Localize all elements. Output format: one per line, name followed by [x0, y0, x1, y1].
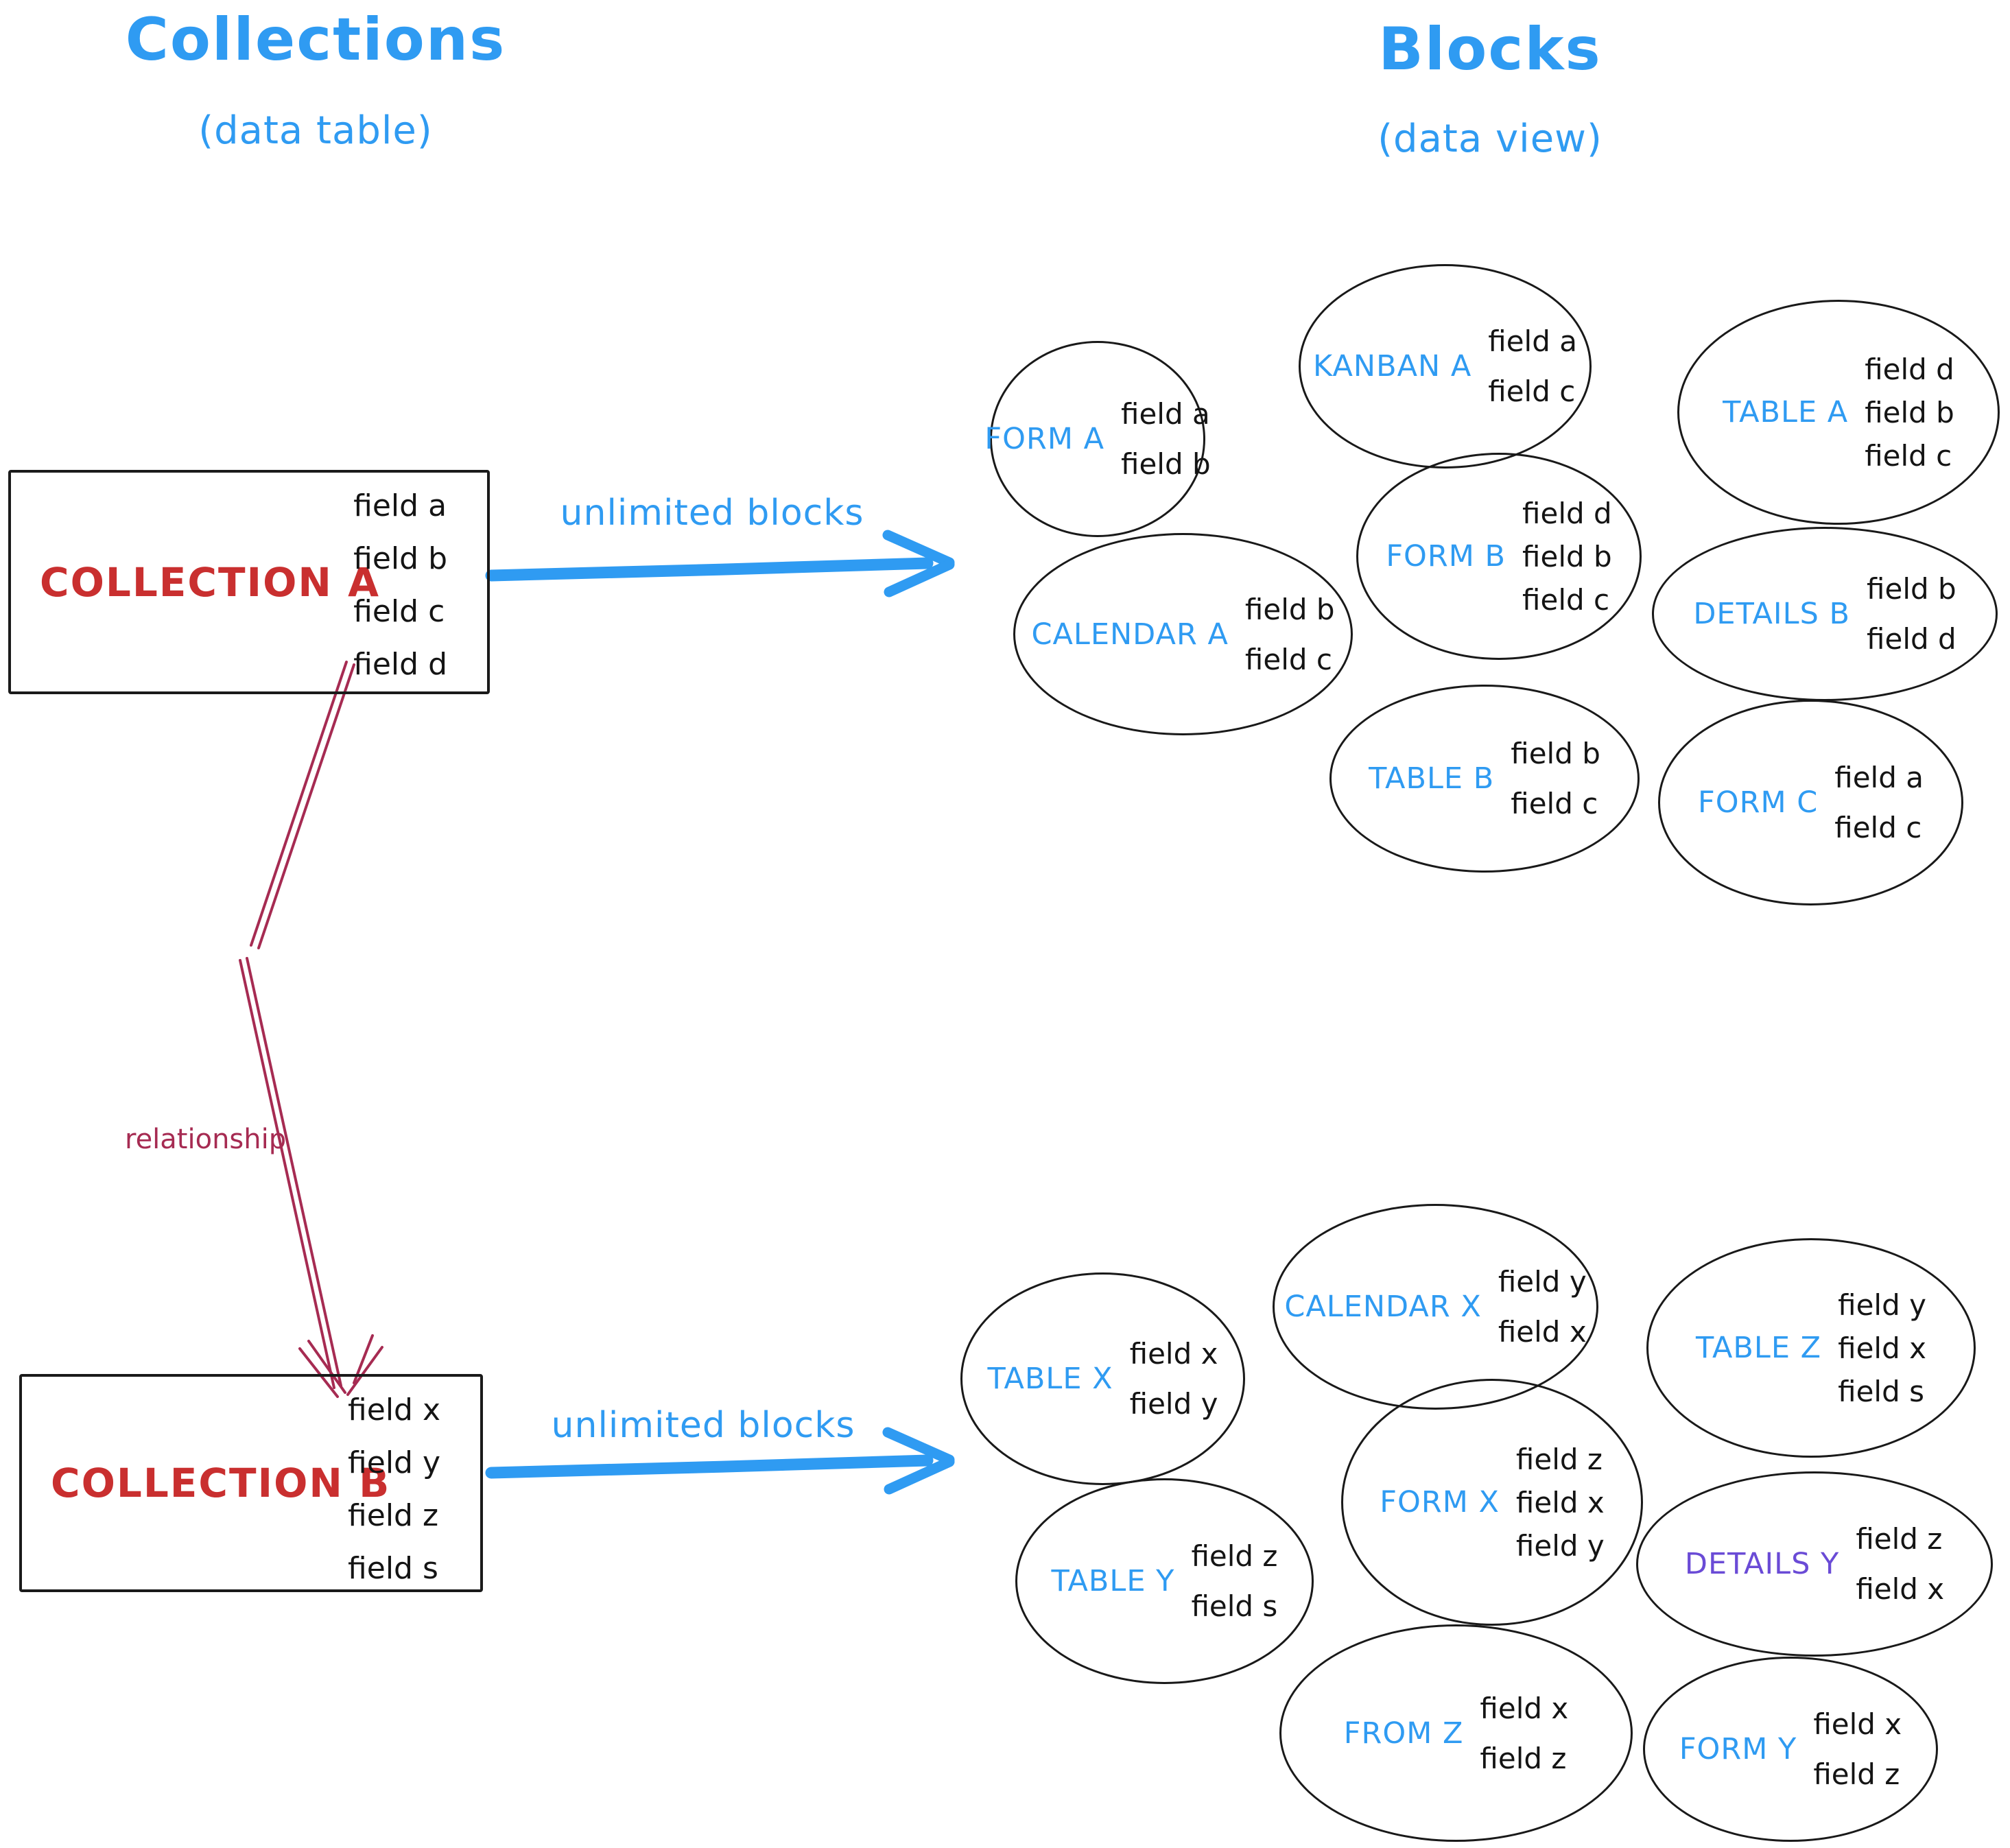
collections-subtitle: (data table) [198, 108, 433, 153]
collection-b-name: COLLECTION B [51, 1460, 391, 1506]
block-field: field b [1511, 737, 1600, 770]
collection-b-fields: field x field y field z field s [348, 1395, 440, 1585]
block-field: field x [1813, 1707, 1902, 1741]
collection-a-field: field c [353, 594, 445, 629]
block-field: field y [1498, 1265, 1587, 1299]
block-label: FROM Z [1343, 1716, 1464, 1751]
block-field: field d [1522, 496, 1612, 530]
block-ellipse-table-b: TABLE B field b field c [1329, 685, 1640, 873]
block-ellipse-kanban-a: KANBAN A field a field c [1299, 264, 1592, 469]
block-field: field y [1129, 1387, 1218, 1421]
collection-a-field: field a [353, 488, 447, 523]
block-field: field x [1480, 1691, 1569, 1725]
block-field: field z [1856, 1522, 1943, 1556]
relationship-arrow [239, 661, 383, 1398]
collection-b-field: field z [348, 1498, 439, 1533]
block-field: field z [1480, 1741, 1567, 1775]
block-field: field z [1515, 1442, 1603, 1476]
collection-b-field: field x [348, 1393, 440, 1428]
block-label: FORM B [1386, 539, 1506, 573]
blocks-title: Blocks [1378, 15, 1602, 84]
block-field: field x [1838, 1331, 1926, 1365]
collection-a-name: COLLECTION A [40, 558, 381, 606]
block-field: field x [1498, 1315, 1587, 1349]
block-label: DETAILS B [1693, 597, 1851, 631]
block-ellipse-table-y: TABLE Y field z field s [1015, 1478, 1314, 1684]
block-label: TABLE Y [1051, 1564, 1175, 1598]
block-field: field y [1515, 1528, 1605, 1563]
collection-b-box: COLLECTION B field x field y field z fie… [19, 1374, 483, 1592]
collection-a-box: COLLECTION A field a field b field c fie… [8, 470, 490, 694]
block-ellipse-details-y: DETAILS Y field z field x [1636, 1471, 1993, 1657]
block-ellipse-calendar-a: CALENDAR A field b field c [1013, 533, 1353, 735]
block-field: field z [1813, 1757, 1900, 1791]
collection-b-field: field s [348, 1551, 438, 1586]
collections-title: Collections [125, 5, 506, 74]
block-field: field s [1838, 1374, 1924, 1408]
block-field: field a [1834, 761, 1924, 794]
block-field: field x [1856, 1572, 1945, 1606]
block-ellipse-form-y: FORM Y field x field z [1643, 1657, 1938, 1842]
block-field: field d [1867, 622, 1956, 656]
block-field: field c [1488, 375, 1576, 408]
block-ellipse-form-b: FORM B field d field b field c [1356, 453, 1642, 660]
collection-a-fields: field a field b field c field d [353, 490, 447, 680]
block-field: field c [1834, 811, 1922, 844]
block-label: DETAILS Y [1684, 1547, 1840, 1581]
block-field: field c [1865, 438, 1952, 473]
block-label: FORM X [1380, 1485, 1500, 1519]
block-label: TABLE X [987, 1362, 1113, 1396]
block-label: TABLE B [1369, 761, 1495, 796]
block-field: field a [1121, 397, 1210, 431]
block-field: field x [1129, 1337, 1218, 1371]
block-field: field b [1121, 447, 1211, 481]
block-label: FORM A [984, 422, 1104, 456]
block-field: field b [1244, 592, 1335, 626]
block-label: CALENDAR X [1284, 1290, 1482, 1324]
block-field: field c [1511, 787, 1598, 820]
block-field: field a [1488, 324, 1577, 358]
unlimited-blocks-label-a: unlimited blocks [560, 493, 864, 534]
collection-b-field: field y [348, 1445, 440, 1480]
block-ellipse-calendar-x: CALENDAR X field y field x [1273, 1204, 1598, 1410]
unlimited-blocks-arrow-a [485, 530, 955, 597]
block-ellipse-table-z: TABLE Z field y field x field s [1646, 1238, 1976, 1458]
unlimited-blocks-label-b: unlimited blocks [551, 1405, 855, 1446]
block-label: CALENDAR A [1031, 617, 1229, 652]
block-field: field c [1522, 582, 1610, 617]
block-field: field d [1865, 352, 1954, 386]
block-ellipse-details-b: DETAILS B field b field d [1652, 527, 1998, 701]
block-label: TABLE A [1723, 395, 1849, 429]
collection-a-field: field b [353, 541, 447, 576]
block-field: field b [1522, 539, 1612, 573]
block-field: field x [1515, 1485, 1605, 1519]
block-label: FORM C [1698, 785, 1819, 820]
block-field: field c [1244, 642, 1332, 676]
block-field: field z [1191, 1539, 1278, 1573]
collection-a-field: field d [353, 647, 447, 682]
block-ellipse-table-x: TABLE X field x field y [960, 1272, 1245, 1485]
block-label: FORM Y [1679, 1732, 1797, 1766]
block-ellipse-form-a: FORM A field a field b [984, 341, 1211, 537]
block-field: field b [1867, 572, 1956, 606]
block-ellipse-form-x: FORM X field z field x field y [1341, 1379, 1643, 1626]
relationship-label: relationship [125, 1124, 287, 1155]
block-ellipse-from-z: FROM Z field x field z [1279, 1624, 1633, 1842]
block-label: TABLE Z [1696, 1331, 1822, 1365]
block-field: field s [1191, 1589, 1278, 1623]
block-field: field b [1865, 395, 1954, 429]
block-field: field y [1838, 1288, 1926, 1322]
block-ellipse-table-a: TABLE A field d field b field c [1677, 300, 2000, 525]
block-label: KANBAN A [1313, 349, 1472, 383]
block-ellipse-form-c: FORM C field a field c [1658, 700, 1963, 905]
blocks-subtitle: (data view) [1378, 117, 1603, 161]
